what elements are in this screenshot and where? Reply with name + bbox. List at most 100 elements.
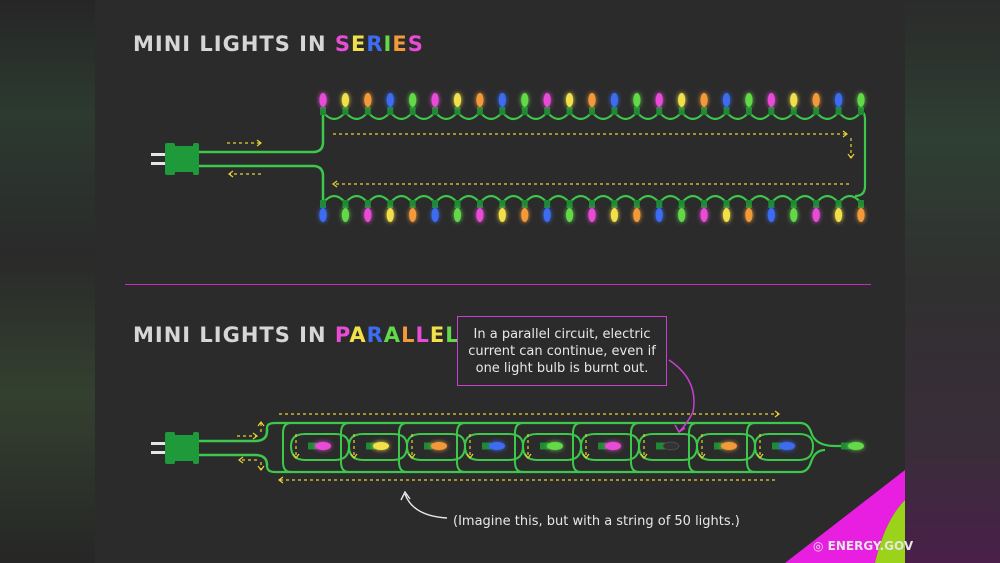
- title-letter: R: [366, 32, 384, 56]
- bulb-icon: [812, 93, 820, 115]
- parallel-title: MINI LIGHTS IN PARALLEL: [133, 323, 460, 347]
- bulb-icon: [790, 93, 798, 115]
- arrow-head: [252, 432, 258, 440]
- bulb-icon: [841, 442, 864, 450]
- bulb-icon: [678, 200, 686, 222]
- bulb-icon: [790, 200, 798, 222]
- bulb-icon: [745, 93, 753, 115]
- arrow-head: [238, 456, 244, 464]
- bulb-icon: [424, 442, 447, 450]
- parallel-wire: [199, 428, 269, 443]
- bulb-icon: [655, 93, 663, 115]
- parallel-branch: [456, 422, 466, 473]
- arrow-head: [774, 410, 780, 418]
- bulb-icon: [543, 200, 551, 222]
- bulb-icon: [409, 93, 417, 115]
- bulb-icon: [364, 200, 372, 222]
- bulb-icon: [610, 200, 619, 222]
- arrow-head: [408, 453, 416, 459]
- parallel-wire: [199, 453, 269, 466]
- bulb-icon: [319, 200, 327, 222]
- bulb-icon: [767, 93, 775, 115]
- page-curl-under: [875, 500, 905, 563]
- bulb-icon: [341, 93, 350, 115]
- bulb-icon: [722, 93, 731, 115]
- series-plug-prong: [151, 162, 165, 165]
- bulb-icon: [565, 93, 574, 115]
- energy-gov-brand: ◎ ENERGY.GOV: [813, 539, 913, 553]
- bulb-icon: [498, 93, 506, 115]
- title-letter: E: [351, 32, 367, 56]
- bulb-icon: [540, 442, 563, 450]
- title-letter: P: [334, 323, 350, 347]
- parallel-title-word: PARALLEL: [335, 323, 460, 347]
- bulb-icon: [633, 93, 641, 115]
- parallel-branch: [282, 422, 292, 473]
- bulb-icon: [655, 200, 663, 222]
- parallel-bottom-rail: [265, 448, 826, 474]
- bulb-icon: [722, 200, 731, 222]
- callout-text: In a parallel circuit, electric current …: [468, 326, 656, 376]
- note-arrow-head: [400, 490, 411, 501]
- bulb-icon: [366, 442, 389, 450]
- title-letter: A: [383, 323, 402, 347]
- bulb-icon: [476, 93, 484, 115]
- arrow-head: [524, 453, 532, 459]
- parallel-plug-cap: [193, 432, 199, 464]
- title-letter: E: [392, 32, 408, 56]
- title-letter: S: [407, 32, 424, 56]
- parallel-plug-prong: [151, 442, 165, 445]
- parallel-top-rail: [265, 421, 852, 448]
- arrow-head: [350, 453, 358, 459]
- imagine-note: (Imagine this, but with a string of 50 l…: [453, 514, 740, 529]
- arrow-head: [256, 139, 262, 147]
- right-blur-edge: [905, 0, 1000, 563]
- bulb-icon: [476, 200, 484, 222]
- series-title-word: SERIES: [335, 32, 424, 56]
- bulb-icon: [834, 93, 843, 115]
- bulb-icon: [453, 93, 462, 115]
- parallel-branch: [746, 422, 756, 473]
- bulb-icon: [482, 442, 505, 450]
- bulb-icon: [857, 93, 865, 115]
- title-letter: L: [401, 323, 416, 347]
- parallel-branch: [630, 422, 640, 473]
- arrow-head: [278, 476, 284, 484]
- bulb-icon: [767, 200, 775, 222]
- parallel-branch: [572, 422, 582, 473]
- bulb-icon: [598, 442, 621, 450]
- arrow-head: [756, 453, 764, 459]
- arrow-head: [640, 453, 648, 459]
- bulb-icon: [700, 200, 708, 222]
- left-blur-edge: [0, 0, 95, 563]
- series-wire: [199, 164, 325, 203]
- section-divider: [125, 284, 871, 285]
- bulb-icon: [772, 442, 795, 450]
- callout-box: In a parallel circuit, electric current …: [457, 316, 667, 386]
- circuit-diagram: [151, 93, 905, 563]
- bulb-icon: [364, 93, 372, 115]
- parallel-loop: [754, 433, 815, 461]
- arrow-head: [228, 170, 234, 178]
- bulb-icon: [714, 442, 737, 450]
- series-plug-body: [175, 146, 193, 172]
- bulb-icon: [431, 93, 439, 115]
- bulb-icon: [409, 200, 417, 222]
- bulb-icon: [543, 93, 551, 115]
- series-plug-cap: [193, 143, 199, 175]
- parallel-plug-icon: [165, 432, 175, 464]
- series-title: MINI LIGHTS IN SERIES: [133, 32, 424, 56]
- bulb-icon: [834, 200, 843, 222]
- bulb-icon: [588, 200, 596, 222]
- bulb-icon: [656, 441, 680, 451]
- brand-text: ENERGY.GOV: [827, 539, 914, 553]
- title-letter: S: [334, 32, 352, 56]
- bulb-icon: [700, 93, 708, 115]
- bulb-icon: [521, 200, 529, 222]
- title-letter: L: [415, 323, 430, 347]
- bulb-icon: [588, 93, 596, 115]
- callout-pointer: [668, 359, 695, 433]
- arrow-head: [257, 421, 265, 427]
- note-arrow-icon: [404, 493, 448, 519]
- bulb-icon: [678, 93, 686, 115]
